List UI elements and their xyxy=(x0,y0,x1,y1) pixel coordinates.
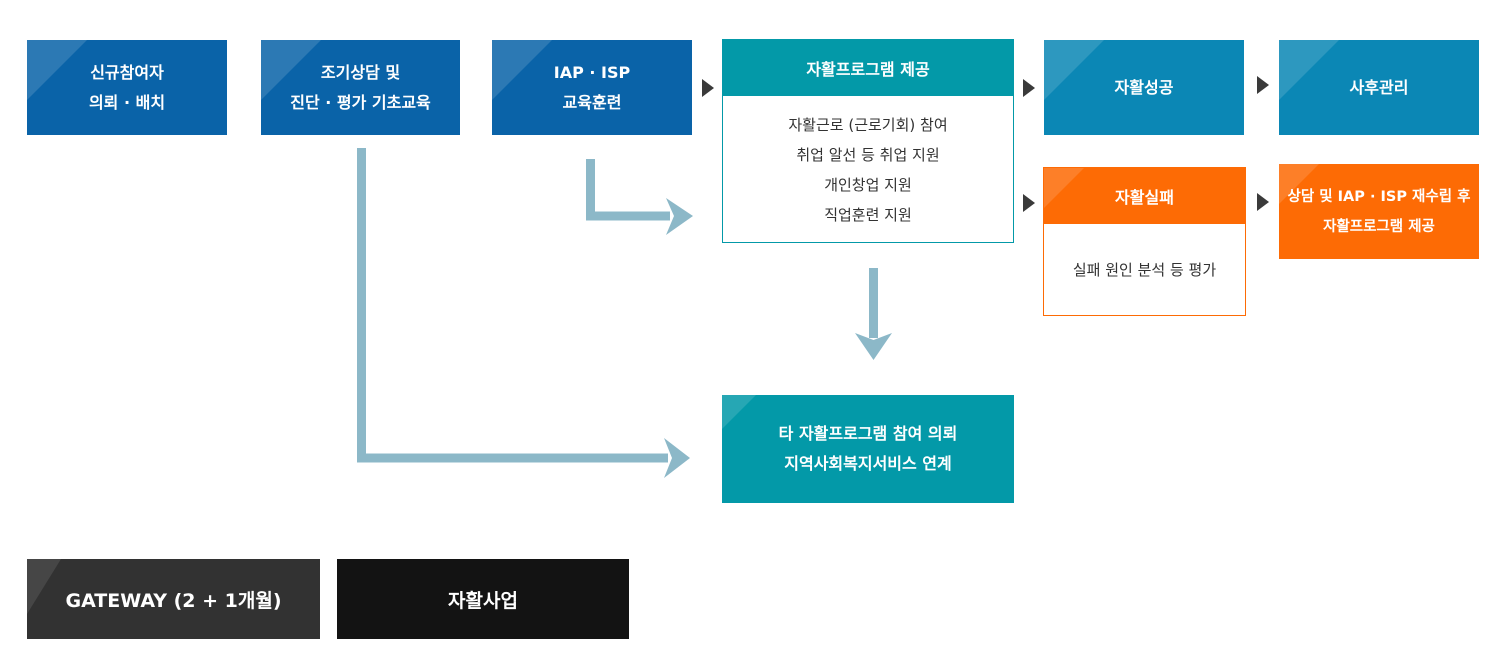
pointer-right-icon xyxy=(1023,194,1035,212)
referral-line-1: 타 자활프로그램 참여 의뢰 xyxy=(778,424,958,443)
referral-line-2: 지역사회복지서비스 연계 xyxy=(784,454,952,473)
failure-card-title: 자활실패 xyxy=(1115,188,1174,207)
pointer-right-icon xyxy=(1023,79,1035,97)
failure-card-text: 실패 원인 분석 등 평가 xyxy=(1072,260,1217,279)
step-early-counseling-line-1: 조기상담 및 xyxy=(320,62,401,82)
step-early-counseling-line-2: 진단 · 평가 기초교육 xyxy=(290,92,431,112)
program-item: 직업훈련 지원 xyxy=(824,206,912,224)
aftercare-box: 사후관리 xyxy=(1279,40,1479,135)
failure-card-body: 실패 원인 분석 등 평가 xyxy=(1044,224,1245,315)
legend-project-label: 자활사업 xyxy=(448,589,518,612)
pointer-right-icon xyxy=(1257,193,1269,211)
connector-arrow-assessment-to-referral xyxy=(357,148,690,478)
referral-box: 타 자활프로그램 참여 의뢰 지역사회복지서비스 연계 xyxy=(722,395,1014,503)
program-item: 취업 알선 등 취업 지원 xyxy=(796,146,940,164)
connector-arrow-iap-to-program xyxy=(586,159,693,235)
legend-gateway-label: GATEWAY (2 + 1개월) xyxy=(65,589,282,612)
step-iap-isp-line-1: IAP · ISP xyxy=(553,62,631,82)
legend-gateway: GATEWAY (2 + 1개월) xyxy=(27,559,320,639)
failure-card-header: 자활실패 xyxy=(1044,168,1245,224)
program-card-title: 자활프로그램 제공 xyxy=(806,60,930,79)
pointer-right-icon xyxy=(702,79,714,97)
step-iap-isp-training: IAP · ISP 교육훈련 xyxy=(492,40,692,135)
aftercare-label: 사후관리 xyxy=(1349,77,1409,97)
step-new-participant: 신규참여자 의뢰 · 배치 xyxy=(27,40,227,135)
success-label: 자활성공 xyxy=(1114,77,1174,97)
program-card: 자활프로그램 제공 자활근로 (근로기회) 참여 취업 알선 등 취업 지원 개… xyxy=(722,39,1014,243)
step-new-participant-line-2: 의뢰 · 배치 xyxy=(88,92,166,112)
step-iap-isp-line-2: 교육훈련 xyxy=(562,92,622,112)
pointer-right-icon xyxy=(1257,76,1269,94)
replan-line-1: 상담 및 IAP · ISP 재수립 후 xyxy=(1287,188,1471,205)
replan-line-2: 자활프로그램 제공 xyxy=(1323,218,1435,235)
success-box: 자활성공 xyxy=(1044,40,1244,135)
program-item: 개인창업 지원 xyxy=(824,176,912,194)
program-item: 자활근로 (근로기회) 참여 xyxy=(788,116,948,134)
connector-arrow-program-to-referral xyxy=(855,268,892,360)
legend-project: 자활사업 xyxy=(337,559,629,639)
step-early-counseling: 조기상담 및 진단 · 평가 기초교육 xyxy=(261,40,460,135)
replan-box: 상담 및 IAP · ISP 재수립 후 자활프로그램 제공 xyxy=(1279,164,1479,259)
step-new-participant-line-1: 신규참여자 xyxy=(90,62,164,82)
program-card-body: 자활근로 (근로기회) 참여 취업 알선 등 취업 지원 개인창업 지원 직업훈… xyxy=(723,96,1013,242)
program-card-header: 자활프로그램 제공 xyxy=(723,40,1013,96)
failure-card: 자활실패 실패 원인 분석 등 평가 xyxy=(1043,167,1246,316)
